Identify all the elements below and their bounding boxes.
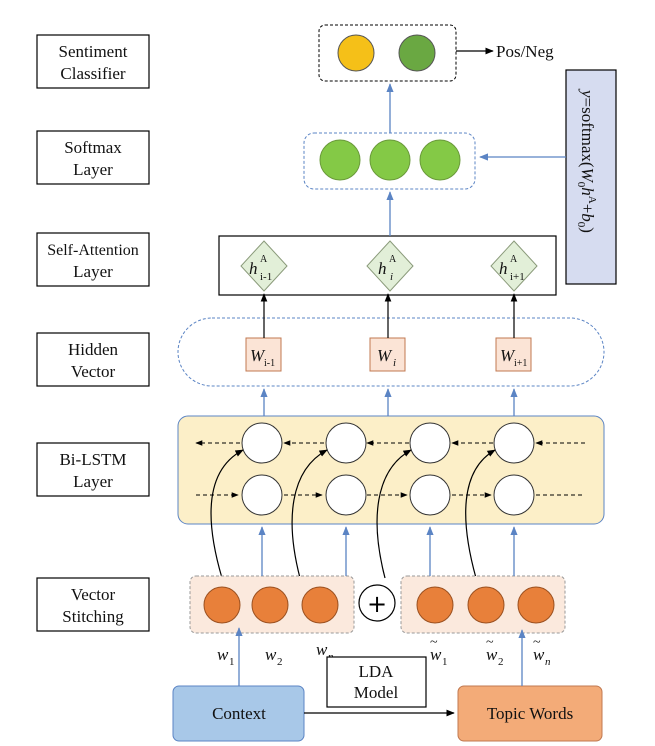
hidden-node-prev: W i-1: [245, 337, 282, 372]
svg-text:1: 1: [229, 656, 235, 668]
svg-text:Bi-LSTM: Bi-LSTM: [59, 450, 126, 469]
layer-label-attention: Self-Attention Layer: [36, 232, 150, 287]
layer-label-hidden: Hidden Vector: [36, 332, 150, 387]
classifier-node-green: [398, 34, 436, 72]
svg-text:i-1: i-1: [264, 358, 275, 369]
svg-text:2: 2: [277, 656, 283, 668]
concat-symbol: +: [358, 584, 396, 622]
svg-text:W: W: [377, 346, 393, 365]
svg-text:w: w: [316, 640, 328, 659]
word-label-w2: w 2: [265, 645, 283, 668]
context-word-node: [301, 586, 339, 624]
svg-text:Layer: Layer: [73, 472, 113, 491]
topic-words-box: [457, 685, 603, 742]
lstm-cell-backward: [241, 422, 283, 464]
svg-text:~: ~: [486, 635, 494, 650]
svg-text:A: A: [510, 254, 518, 265]
svg-text:i-1: i-1: [260, 271, 272, 283]
svg-text:LDA: LDA: [359, 662, 395, 681]
svg-text:w: w: [430, 645, 442, 664]
classifier-node-yellow: [337, 34, 375, 72]
svg-text:Sentiment: Sentiment: [59, 42, 128, 61]
svg-text:A: A: [389, 254, 397, 265]
formula-text: y=softmax(W0hA+b0): [575, 88, 598, 233]
svg-text:Softmax: Softmax: [64, 138, 122, 157]
svg-text:i+1: i+1: [514, 358, 527, 369]
softmax-node: [419, 139, 461, 181]
softmax-node: [369, 139, 411, 181]
svg-text:W: W: [500, 346, 516, 365]
topic-word-node: [416, 586, 454, 624]
lstm-cell-forward: [241, 474, 283, 516]
svg-text:i: i: [393, 357, 396, 369]
softmax-node: [319, 139, 361, 181]
context-word-node: [251, 586, 289, 624]
topic-word-node: [517, 586, 555, 624]
svg-text:i: i: [390, 271, 393, 283]
lstm-cell-forward: [409, 474, 451, 516]
svg-text:n: n: [545, 656, 551, 668]
topic-word-node: [467, 586, 505, 624]
svg-text:h: h: [378, 259, 387, 278]
svg-text:h: h: [249, 259, 258, 278]
topic-words-label: Topic Words: [487, 704, 573, 723]
svg-text:h: h: [499, 259, 508, 278]
svg-text:w: w: [486, 645, 498, 664]
stitch-to-backward-curves: [210, 449, 496, 579]
bilstm-box: [177, 415, 605, 525]
layer-label-softmax: Softmax Layer: [36, 130, 150, 185]
word-label-w1: w 1: [217, 645, 235, 668]
layer-label-stitching: Vector Stitching: [36, 577, 150, 632]
svg-text:w: w: [265, 645, 277, 664]
svg-text:w: w: [533, 645, 545, 664]
svg-text:+: +: [367, 590, 387, 618]
layer-label-sentiment: Sentiment Classifier: [36, 34, 150, 89]
svg-text:W: W: [250, 346, 266, 365]
svg-text:w: w: [217, 645, 229, 664]
attention-node-current: h A i: [366, 240, 414, 292]
attention-node-next: h A i+1: [490, 240, 538, 292]
svg-text:Hidden: Hidden: [68, 340, 119, 359]
svg-text:~: ~: [533, 635, 541, 650]
lstm-cell-forward: [325, 474, 367, 516]
lda-model-box: LDA Model: [326, 656, 427, 708]
word-label-tilde-wn: ~ w n: [533, 635, 551, 668]
lstm-cell-forward: [493, 474, 535, 516]
output-label: Pos/Neg: [496, 42, 554, 61]
svg-text:~: ~: [430, 635, 438, 650]
lstm-cell-backward: [325, 422, 367, 464]
hidden-node-next: W i+1: [495, 337, 532, 372]
word-label-tilde-w2: ~ w 2: [486, 635, 504, 668]
svg-text:A: A: [260, 254, 268, 265]
svg-text:1: 1: [442, 656, 448, 668]
svg-text:Layer: Layer: [73, 160, 113, 179]
lstm-cell-backward: [493, 422, 535, 464]
layer-label-bilstm: Bi-LSTM Layer: [36, 442, 150, 497]
attention-node-prev: h A i-1: [240, 240, 288, 292]
svg-text:2: 2: [498, 656, 504, 668]
context-word-node: [203, 586, 241, 624]
svg-text:i+1: i+1: [510, 271, 525, 283]
svg-text:Classifier: Classifier: [60, 64, 125, 83]
svg-text:Layer: Layer: [73, 262, 113, 281]
formula-box: y=softmax(W0hA+b0): [565, 69, 617, 285]
hidden-node-current: W i: [369, 337, 406, 372]
svg-text:Self-Attention: Self-Attention: [47, 242, 139, 259]
svg-text:Stitching: Stitching: [62, 607, 124, 626]
svg-text:Vector: Vector: [71, 585, 116, 604]
context-label: Context: [212, 704, 266, 723]
word-label-tilde-w1: ~ w 1: [430, 635, 448, 668]
lstm-cell-backward: [409, 422, 451, 464]
svg-text:Vector: Vector: [71, 362, 116, 381]
svg-text:Model: Model: [354, 683, 399, 702]
